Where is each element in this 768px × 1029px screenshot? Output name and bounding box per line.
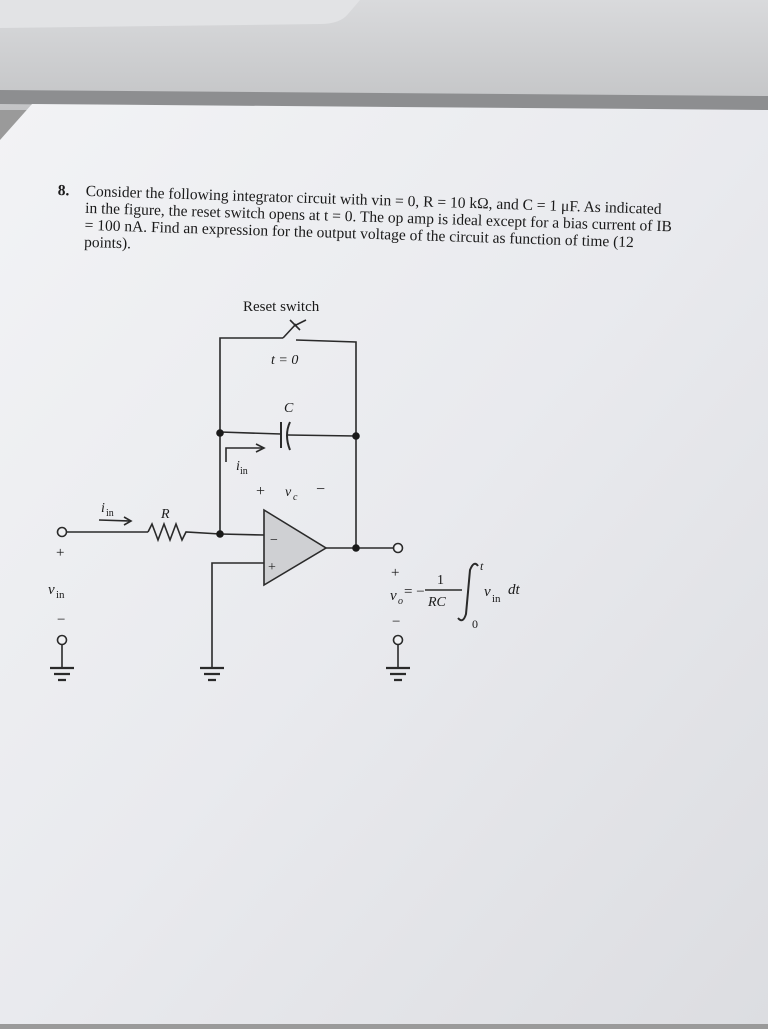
ground-symbol-input <box>50 666 74 682</box>
device-shadow <box>0 90 768 112</box>
cap-voltage-sub: c <box>293 492 298 503</box>
input-terminal-minus <box>56 634 68 646</box>
output-terminal-plus <box>392 542 404 554</box>
integral-upper-limit: t <box>480 559 484 573</box>
switch-time-label: t = 0 <box>271 353 298 368</box>
cap-wire-right <box>287 434 357 437</box>
cap-plate-right <box>286 421 291 451</box>
input-plus-sign: + <box>56 545 64 561</box>
cap-voltage-label: v <box>285 485 292 500</box>
junction-top-left <box>216 429 224 437</box>
output-terminal-minus <box>392 634 404 646</box>
paper-sheet <box>0 104 768 1024</box>
feedback-current-arrowhead <box>255 443 266 453</box>
equation-denominator: RC <box>427 595 447 610</box>
input-voltage-sub: in <box>56 589 65 601</box>
equation-equals: = − <box>404 584 425 600</box>
opamp-noninv-sign: + <box>268 560 276 575</box>
reset-switch-label: Reset switch <box>243 299 320 315</box>
equation-numerator: 1 <box>437 573 444 588</box>
output-plus-sign: + <box>391 565 399 581</box>
device-corner <box>0 0 360 28</box>
opamp-body <box>263 508 328 587</box>
output-voltage-sub: o <box>398 596 403 607</box>
opamp-inv-sign: − <box>270 533 278 548</box>
resistor <box>147 521 221 543</box>
noninv-wire <box>211 562 264 668</box>
switch-blade <box>282 323 297 339</box>
input-current-sub: in <box>106 508 114 519</box>
output-minus-sign: − <box>392 614 400 630</box>
switch-arrow <box>293 319 307 327</box>
cap-plus-sign: + <box>256 483 265 500</box>
junction-output <box>352 544 360 552</box>
ground-symbol-noninv <box>200 666 224 682</box>
input-voltage-label: v <box>48 582 55 598</box>
feedback-current-arrow <box>225 447 262 462</box>
input-current-arrow <box>98 519 131 522</box>
resistor-label: R <box>160 507 170 522</box>
input-terminal-plus <box>56 526 68 538</box>
ground-symbol-output <box>386 666 410 682</box>
junction-inv-input <box>216 530 224 538</box>
junction-top-right <box>352 432 360 440</box>
feedback-current-label: i <box>236 459 240 474</box>
input-current-label: i <box>101 501 105 516</box>
output-voltage-label: v <box>390 588 397 604</box>
capacitor-label: C <box>284 401 294 416</box>
cap-wire-left <box>219 431 282 435</box>
integral-sign <box>457 562 479 622</box>
switch-wire-left <box>219 337 283 432</box>
inv-input-wire <box>219 533 265 536</box>
input-current-arrowhead <box>123 516 133 526</box>
integral-lower-limit: 0 <box>472 617 478 631</box>
switch-wire-right <box>295 339 357 436</box>
cap-minus-sign: − <box>316 481 325 498</box>
differential-label: dt <box>508 582 521 598</box>
feedback-current-sub: in <box>240 466 248 477</box>
input-minus-sign: − <box>57 612 65 628</box>
integrand-label: v <box>484 584 491 600</box>
integrand-sub: in <box>492 593 501 605</box>
